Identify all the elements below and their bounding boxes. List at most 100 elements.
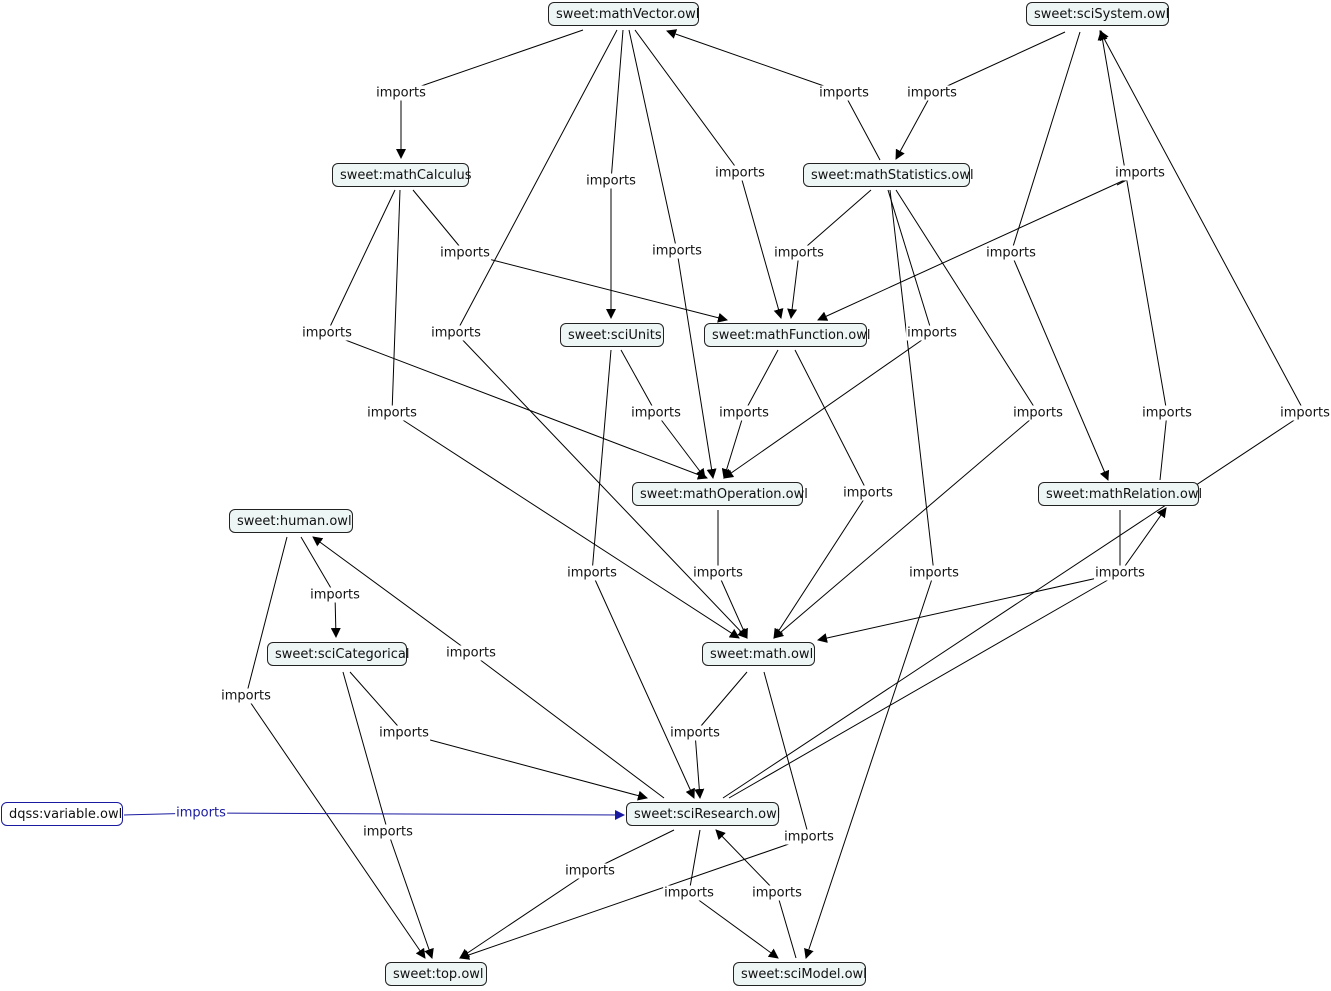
edge-label-imports: imports [773,245,825,261]
edge-line-sciResearch-human [470,652,665,799]
node-math-vector[interactable]: sweet:mathVector.owl [548,2,699,26]
edge-line-sciResearch-mathRelation [728,572,1121,799]
edge-line-sciCategorical-sciResearch [349,671,405,734]
edge-label-imports: imports [366,405,418,421]
edge-label-imports: imports [220,688,272,704]
node-sci-units[interactable]: sweet:sciUnits [560,323,664,347]
node-math-statistics[interactable]: sweet:mathStatistics.owl [803,163,974,187]
edge-arrow-mathStatistics-mathOperation [723,332,933,479]
edge-arrow-mathFunction-mathOperation [721,412,745,479]
edge-line-mathStatistics-mathFunction [798,189,872,254]
edge-label-imports: imports [906,325,958,341]
edge-label-imports: imports [585,173,637,189]
node-sci-research[interactable]: sweet:sciResearch.owl [626,802,780,826]
node-sci-system[interactable]: sweet:sciSystem.owl [1026,2,1169,26]
edge-arrow-mathStatistics-math [773,412,1039,639]
edge-arrow-sciResearch-mathRelation [1119,507,1167,574]
node-sci-model[interactable]: sweet:sciModel.owl [733,962,867,986]
node-sci-categorical[interactable]: sweet:sciCategorical [267,642,409,666]
edge-label-imports: imports [175,805,227,821]
edge-arrow-mathFunction-math [773,492,869,639]
edge-label-imports: imports [751,885,803,901]
edge-line-math-sciResearch [694,671,748,734]
edge-label-imports: imports [301,325,353,341]
edge-line-human-sciCategorical [300,536,336,596]
edge-arrow-sciUnits-mathOperation [655,412,706,479]
edge-arrow-sciSystem-mathRelation [1010,252,1110,481]
edge-arrow-mathVector-math [455,332,748,639]
edge-line-sciUnits-sciResearch [591,349,612,574]
node-math-function[interactable]: sweet:mathFunction.owl [704,323,870,347]
edge-arrow-mathOperation-math [717,572,748,639]
edge-label-imports: imports [651,243,703,259]
edge-label-imports: imports [818,85,870,101]
edge-label-imports: imports [1012,405,1064,421]
edge-label-imports: imports [906,85,958,101]
edge-line-mathStatistics-sciModel [889,189,935,574]
edge-line-sciCategorical-top [342,671,389,833]
edge-label-imports: imports [1114,165,1166,181]
edge-line-mathStatistics-mathVector [843,92,881,161]
edge-label-imports: imports [564,863,616,879]
edge-arrow-mathCalculus-math [391,412,740,639]
edge-line-sciSystem-mathStatistics [931,31,1066,94]
edge-line-mathStatistics-math [895,189,1039,414]
edge-label-imports: imports [842,485,894,501]
edge-arrow-sciSystem-mathStatistics [895,92,933,160]
edge-line-sciResearch-sciSystem [722,412,1306,799]
edge-label-imports: imports [1094,565,1146,581]
edge-label-imports: imports [1279,405,1331,421]
edge-label-imports: imports [985,245,1037,261]
edge-line-mathCalculus-math [391,189,401,414]
node-math-relation[interactable]: sweet:mathRelation.owl [1038,482,1202,506]
edge-label-imports: imports [566,565,618,581]
edge-line-sciUnits-mathOperation [620,349,657,414]
edge-line-mathRelation-sciSystem [1159,412,1168,481]
edge-arrow-sciUnits-sciResearch [591,572,695,799]
edge-arrow-mathVector-mathOperation [676,250,717,479]
edge-arrow-sciResearch-sciSystem [1099,30,1306,414]
edge-line-mathVector-mathCalculus [400,29,584,94]
edge-line-mathVector-mathOperation [628,29,678,252]
edge-arrow-variable-sciResearch [200,809,625,820]
node-variable[interactable]: dqss:variable.owl [1,802,123,826]
edge-label-imports: imports [378,725,430,741]
edge-arrow-mathRelation-sciSystem [1097,30,1168,414]
edge-line-mathVector-math [455,29,618,334]
edge-arrow-mathCalculus-mathOperation [326,332,708,480]
edge-line-sciResearch-sciModel [688,829,701,894]
node-human[interactable]: sweet:human.owl [229,509,353,533]
edge-arrow-math-top [459,836,810,960]
edge-arrow-mathStatistics-sciModel [804,572,935,959]
edge-arrow-sciCategorical-sciResearch [403,732,648,801]
node-top[interactable]: sweet:top.owl [385,962,487,986]
node-math-operation[interactable]: sweet:mathOperation.owl [632,482,808,506]
edge-arrow-sciResearch-sciModel [688,892,779,959]
edge-line-mathCalculus-mathOperation [326,189,396,334]
edge-label-imports: imports [362,824,414,840]
edge-line-human-top [245,536,288,697]
edge-line-mathVector-sciUnits [610,29,624,182]
edge-arrow-sciResearch-human [312,536,472,654]
edge-label-imports: imports [375,85,427,101]
edge-label-imports: imports [430,325,482,341]
edge-arrow-sciModel-sciResearch [715,829,778,894]
edge-arrow-sciSystem-mathFunction [817,172,1141,321]
node-math[interactable]: sweet:math.owl [702,642,815,666]
edge-line-mathVector-mathFunction [634,29,741,174]
edge-arrow-mathVector-mathFunction [739,172,784,319]
edge-line-mathFunction-math [794,349,869,494]
edge-label-imports: imports [908,565,960,581]
edge-line-mathFunction-mathOperation [743,349,779,414]
edge-arrow-mathRelation-math [817,572,1121,643]
edge-label-imports: imports [669,725,721,741]
edge-arrow-mathStatistics-mathVector [666,29,845,94]
edge-arrow-mathStatistics-mathFunction [787,252,800,319]
edge-label-imports: imports [783,829,835,845]
edge-arrow-sciCategorical-top [387,831,434,959]
edge-line-mathStatistics-mathOperation [887,189,933,334]
edge-line-math-top [763,671,810,838]
node-math-calculus[interactable]: sweet:mathCalculus [332,163,472,187]
